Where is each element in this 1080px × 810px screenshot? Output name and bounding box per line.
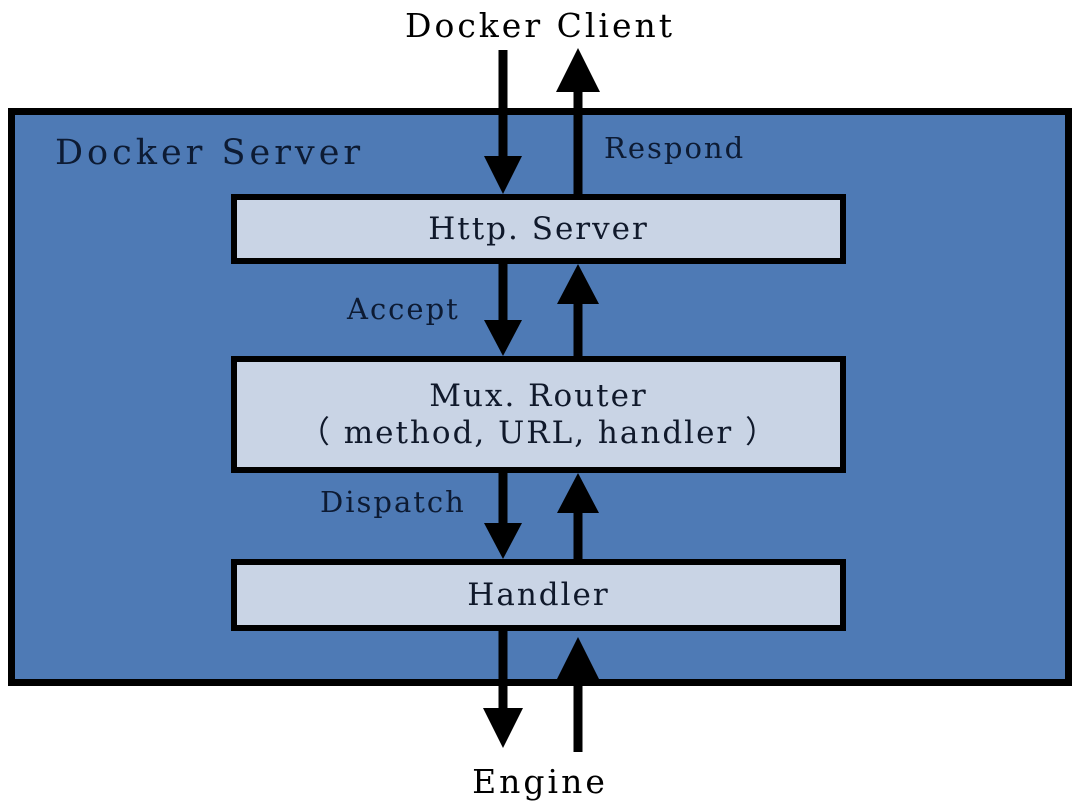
docker-server-label: Docker Server — [55, 133, 365, 173]
respond-arrow-label: Respond — [604, 131, 746, 165]
docker-client-label: Docker Client — [405, 6, 675, 45]
accept-arrow-label: Accept — [347, 292, 460, 326]
mux-router-node[interactable]: Mux. Router （ method, URL, handler ） — [231, 356, 846, 473]
http-server-node[interactable]: Http. Server — [231, 194, 846, 264]
handler-node[interactable]: Handler — [231, 559, 846, 631]
http-server-node-label: Http. Server — [428, 210, 649, 247]
mux-router-node-label: Mux. Router — [429, 377, 648, 414]
handler-node-label: Handler — [467, 576, 610, 613]
mux-router-node-signature: （ method, URL, handler ） — [298, 414, 779, 451]
engine-label: Engine — [472, 762, 608, 801]
dispatch-arrow-label: Dispatch — [320, 485, 466, 519]
